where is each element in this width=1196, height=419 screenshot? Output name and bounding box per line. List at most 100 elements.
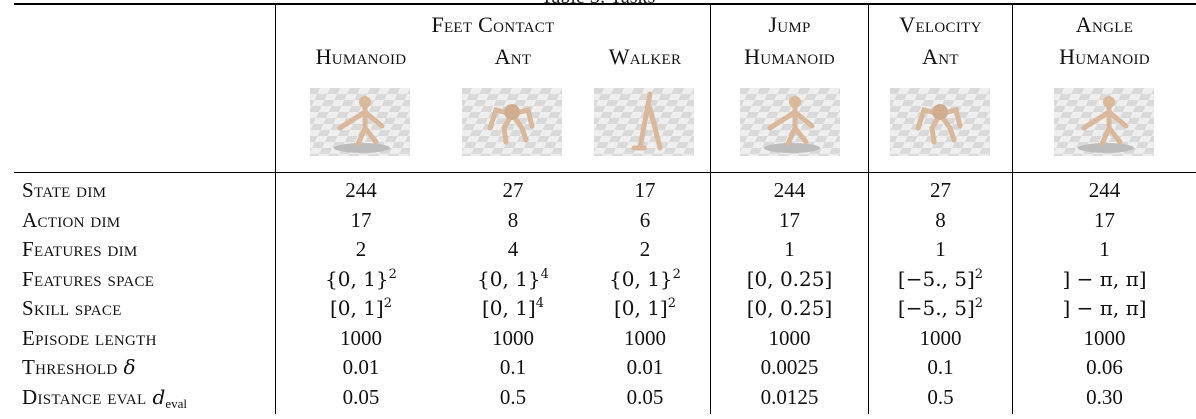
table-cell: 0.5 xyxy=(446,385,580,410)
table-cell: 2 xyxy=(276,237,446,262)
cell-exponent: 2 xyxy=(667,296,677,311)
walker-render-image xyxy=(594,88,694,156)
cell-exponent: 2 xyxy=(974,296,984,311)
table-cell: [0, 1]4 xyxy=(446,296,580,320)
table-cell: 17 xyxy=(1013,208,1196,233)
column-header-humanoid: Humanoid xyxy=(315,44,407,69)
row-label-text: State dim xyxy=(22,178,107,202)
separator-velocity xyxy=(1012,173,1013,414)
table-cell: 27 xyxy=(446,178,580,203)
table-cell: 1000 xyxy=(276,326,446,351)
table-row: State dim 244 27 17 244 27 244 xyxy=(0,178,1196,205)
cell-value: 244 xyxy=(1088,178,1121,202)
cell-value: 1000 xyxy=(492,325,534,350)
table-cell: 17 xyxy=(711,208,868,233)
cell-value: 1 xyxy=(935,237,946,261)
column-header-humanoid: Humanoid xyxy=(1059,44,1150,69)
table-cell: {0, 1}4 xyxy=(446,267,580,291)
column-header-ant: Ant xyxy=(494,44,532,69)
row-label-text: Action dim xyxy=(22,207,121,232)
table-cell: ] − π, π] xyxy=(1013,296,1196,320)
table-cell: 27 xyxy=(869,178,1012,203)
cell-value: 17 xyxy=(350,207,372,232)
table-cell: 0.05 xyxy=(580,385,710,410)
table-cell: 1000 xyxy=(869,326,1012,351)
cell-value: 1000 xyxy=(1083,325,1126,350)
group-header-angle: Angle xyxy=(1075,12,1134,37)
cell-value: {0, 1} xyxy=(477,266,541,291)
cell-value: 8 xyxy=(935,207,946,232)
cell-value: 244 xyxy=(345,178,377,202)
separator-jump xyxy=(868,5,869,172)
table-cell: 8 xyxy=(869,208,1012,233)
table-cell: 0.1 xyxy=(446,355,580,380)
table-cell: 8 xyxy=(446,208,580,233)
ant-render-image xyxy=(462,88,562,156)
cell-value: [0, 1] xyxy=(613,296,668,320)
row-label-text: Features dim xyxy=(22,237,138,261)
ant-render-image xyxy=(890,88,990,156)
row-label-symbol: δ xyxy=(123,355,136,379)
table-cell: 1 xyxy=(1013,237,1196,262)
table-cell: 244 xyxy=(711,178,868,203)
group-header-velocity: Velocity xyxy=(899,12,982,37)
table-cell: 0.01 xyxy=(580,355,710,380)
cell-exponent: 2 xyxy=(388,266,397,282)
column-header-ant: Ant xyxy=(922,44,959,69)
table-cell: 17 xyxy=(580,178,710,203)
table-cell: 4 xyxy=(446,237,580,262)
table-cell: [−5., 5]2 xyxy=(869,296,1012,320)
group-header-feet-contact: Feet Contact xyxy=(431,12,555,37)
cell-value: 2 xyxy=(639,237,651,261)
row-label-subscript: eval xyxy=(165,395,187,411)
table-cell: [0, 1]2 xyxy=(276,296,446,320)
table-cell: 0.01 xyxy=(276,355,446,380)
table-cell: [0, 1]2 xyxy=(580,296,710,320)
table-cell: 0.5 xyxy=(869,385,1012,410)
cell-value: [−5., 5] xyxy=(897,266,975,291)
cell-value: {0, 1} xyxy=(609,266,673,291)
table-cell: [−5., 5]2 xyxy=(869,267,1012,291)
row-label: Features space xyxy=(22,267,154,292)
humanoid-render-image xyxy=(740,88,840,156)
table-cell: 17 xyxy=(276,208,446,233)
cell-value: 1000 xyxy=(624,325,666,350)
row-label: State dim xyxy=(22,178,106,203)
group-header-jump: Jump xyxy=(768,12,811,37)
cell-value: 0.1 xyxy=(927,355,954,379)
table-cell: 244 xyxy=(276,178,446,203)
row-label-text: Distance eval xyxy=(22,384,147,409)
column-header-walker: Walker xyxy=(608,44,682,69)
cell-value: 17 xyxy=(634,178,656,202)
cell-value: ] − π, π] xyxy=(1062,266,1147,291)
row-label: Action dim xyxy=(22,208,120,233)
cell-value: 27 xyxy=(930,178,951,202)
cell-value: [0, 1] xyxy=(329,296,384,320)
table-cell: 0.1 xyxy=(869,355,1012,380)
humanoid-render-image xyxy=(310,88,410,156)
cell-exponent: 4 xyxy=(540,266,549,282)
table-cell: 1 xyxy=(711,237,868,262)
row-label-text: Episode length xyxy=(22,325,157,350)
cell-value: 0.1 xyxy=(499,355,527,379)
cell-exponent: 4 xyxy=(535,296,545,311)
cell-value: 0.0025 xyxy=(760,355,819,379)
cell-value: 0.05 xyxy=(626,384,664,409)
table-cell: 0.30 xyxy=(1013,385,1196,410)
table-cell: 1000 xyxy=(1013,326,1196,351)
cell-value: [0, 0.25] xyxy=(746,296,833,320)
table-row: Action dim 17 8 6 17 8 17 xyxy=(0,208,1196,235)
cell-value: 27 xyxy=(502,178,524,202)
table-cell: {0, 1}2 xyxy=(276,267,446,291)
cell-value: [0, 0.25] xyxy=(746,266,833,291)
cell-value: 0.06 xyxy=(1086,355,1123,379)
cell-value: 17 xyxy=(779,207,800,232)
cell-value: 6 xyxy=(639,207,651,232)
row-label: Episode length xyxy=(22,326,157,351)
cell-value: 0.30 xyxy=(1086,384,1123,409)
table-cell: 1 xyxy=(869,237,1012,262)
